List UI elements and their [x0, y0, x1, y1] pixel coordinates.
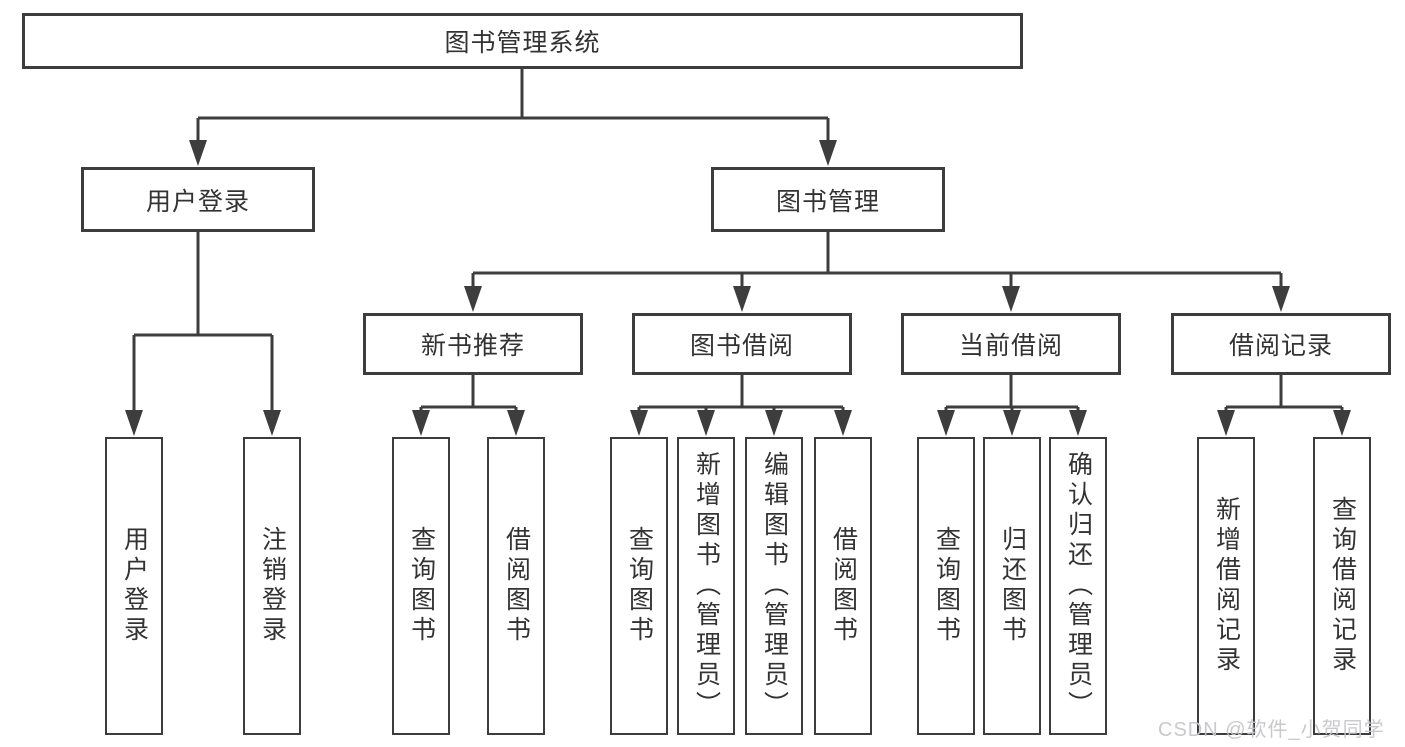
node-label: 借阅记录 — [1228, 332, 1333, 360]
node-label: 查询图书 — [407, 526, 436, 646]
arrowhead-icon — [464, 286, 482, 312]
arrowhead-icon — [1002, 286, 1020, 312]
node-label: 新增图书（管理员） — [692, 451, 721, 721]
node-label: 借阅图书 — [829, 526, 858, 646]
node-login: 用户登录 — [105, 437, 163, 735]
node-nbr-borrow-books: 借阅图书 — [487, 437, 545, 735]
node-user-login: 用户登录 — [81, 167, 315, 232]
arrowhead-icon — [1069, 410, 1087, 436]
node-label: 用户登录 — [120, 526, 149, 646]
node-label: 图书管理系统 — [444, 29, 601, 57]
node-label: 当前借阅 — [958, 332, 1063, 360]
node-new-book-recommend: 新书推荐 — [363, 313, 583, 375]
arrowhead-icon — [765, 410, 783, 436]
node-label: 注销登录 — [258, 526, 287, 646]
node-cb-query-books: 查询图书 — [917, 437, 975, 735]
arrowhead-icon — [937, 410, 955, 436]
node-label: 确认归还（管理员） — [1064, 451, 1093, 721]
node-label: 编辑图书（管理员） — [760, 451, 789, 721]
node-label: 查询图书 — [932, 526, 961, 646]
node-label: 用户登录 — [145, 187, 250, 216]
arrowhead-icon — [834, 410, 852, 436]
arrowhead-icon — [507, 410, 525, 436]
arrowhead-icon — [697, 410, 715, 436]
node-book-management: 图书管理 — [711, 167, 945, 232]
node-system-root: 图书管理系统 — [22, 13, 1023, 69]
arrowhead-icon — [819, 140, 837, 166]
arrowhead-icon — [412, 410, 430, 436]
node-label: 新书推荐 — [420, 332, 525, 360]
node-br-add-record: 新增借阅记录 — [1197, 437, 1255, 735]
node-bb-add-books-admin: 新增图书（管理员） — [677, 437, 735, 735]
arrowhead-icon — [1003, 410, 1021, 436]
node-label: 归还图书 — [998, 526, 1027, 646]
arrowhead-icon — [630, 410, 648, 436]
node-br-query-record: 查询借阅记录 — [1313, 437, 1371, 735]
node-label: 查询借阅记录 — [1328, 496, 1357, 676]
node-label: 借阅图书 — [502, 526, 531, 646]
arrowhead-icon — [1333, 410, 1351, 436]
node-label: 图书借阅 — [689, 332, 794, 360]
node-current-borrow: 当前借阅 — [901, 313, 1121, 375]
arrowhead-icon — [189, 140, 207, 166]
node-bb-borrow-books: 借阅图书 — [814, 437, 872, 735]
node-nbr-query-books: 查询图书 — [392, 437, 450, 735]
node-label: 新增借阅记录 — [1212, 496, 1241, 676]
node-bb-query-books: 查询图书 — [610, 437, 668, 735]
arrowhead-icon — [1272, 286, 1290, 312]
arrowhead-icon — [125, 410, 143, 436]
arrowhead-icon — [1217, 410, 1235, 436]
node-bb-edit-books-admin: 编辑图书（管理员） — [745, 437, 803, 735]
arrowhead-icon — [733, 286, 751, 312]
arrowhead-icons — [125, 140, 1351, 436]
node-cb-confirm-return-admin: 确认归还（管理员） — [1049, 437, 1107, 735]
node-cb-return-books: 归还图书 — [983, 437, 1041, 735]
node-label: 查询图书 — [625, 526, 654, 646]
node-book-borrow: 图书借阅 — [632, 313, 852, 375]
node-logout: 注销登录 — [243, 437, 301, 735]
arrowhead-icon — [263, 410, 281, 436]
node-label: 图书管理 — [775, 187, 880, 216]
node-borrow-records: 借阅记录 — [1171, 313, 1391, 375]
csdn-watermark: CSDN @软件_小贺同学 — [1158, 719, 1385, 741]
